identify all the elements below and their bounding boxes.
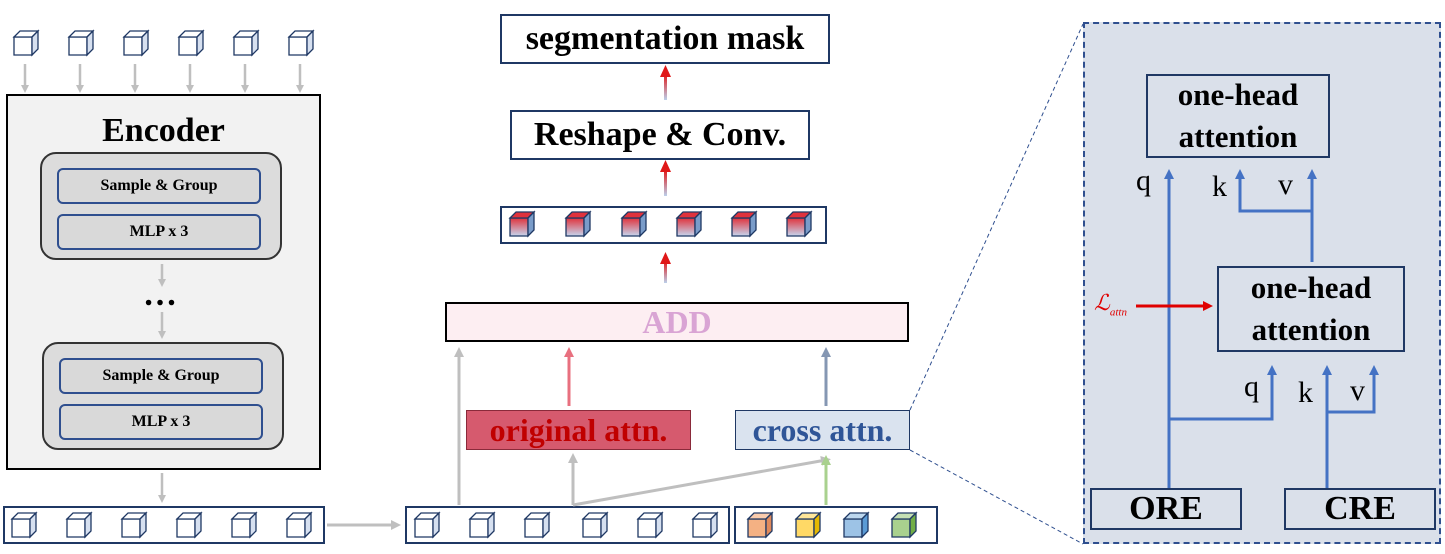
ore-box: ORE xyxy=(1090,488,1242,530)
feature-cube xyxy=(581,511,609,539)
output-token-cube xyxy=(730,210,758,238)
cre-box: CRE xyxy=(1284,488,1436,530)
zoom-line-bottom xyxy=(909,449,1084,545)
zoom-line-top xyxy=(909,23,1084,411)
input-cube xyxy=(287,29,315,57)
output-token-cube xyxy=(620,210,648,238)
v-label-top: v xyxy=(1278,168,1293,201)
mlp-2: MLP x 3 xyxy=(59,404,263,440)
tokens-to-reshape-arrow xyxy=(664,170,667,196)
color-token-cube xyxy=(794,511,822,539)
output-token-strip xyxy=(500,206,827,244)
encoder-stage-2: Sample & Group MLP x 3 xyxy=(42,342,284,450)
loss-subscript: attn xyxy=(1109,306,1127,319)
q-label-top: q xyxy=(1136,164,1151,197)
detail-flow xyxy=(1164,169,1379,488)
cross-attn-box: cross attn. xyxy=(735,410,910,450)
color-token-cube xyxy=(746,511,774,539)
encoder-stage-1: Sample & Group MLP x 3 xyxy=(40,152,282,260)
color-token-strip xyxy=(734,506,938,544)
feature-cube xyxy=(468,511,496,539)
output-token-cube xyxy=(785,210,813,238)
detail-panel xyxy=(1083,22,1441,544)
add-to-tokens-arrow xyxy=(664,261,667,283)
to-cross-arrow xyxy=(572,455,831,507)
k-label-top: k xyxy=(1212,170,1227,203)
output-token-cube xyxy=(675,210,703,238)
encoder-output-cube xyxy=(230,511,258,539)
encoder-output-cube xyxy=(120,511,148,539)
segmentation-mask-box: segmentation mask xyxy=(500,14,830,64)
encoder-output-cube xyxy=(10,511,38,539)
input-cube xyxy=(122,29,150,57)
output-token-cube xyxy=(508,210,536,238)
encoder-output-cube xyxy=(175,511,203,539)
input-cube xyxy=(232,29,260,57)
q-label-mid: q xyxy=(1244,370,1259,403)
color-token-cube xyxy=(890,511,918,539)
input-cube xyxy=(12,29,40,57)
color-token-cube xyxy=(842,511,870,539)
sample-group-2: Sample & Group xyxy=(59,358,263,394)
k-label-mid: k xyxy=(1298,376,1313,409)
encoder-output-strip xyxy=(3,506,325,544)
feature-cube xyxy=(413,511,441,539)
input-arrows xyxy=(21,64,304,93)
token-cubes xyxy=(10,29,918,539)
input-cube xyxy=(67,29,95,57)
add-box: ADD xyxy=(445,302,909,342)
feature-strip xyxy=(405,506,730,544)
sample-group-1: Sample & Group xyxy=(57,168,261,204)
original-attn-box: original attn. xyxy=(466,410,691,450)
v-label-mid: v xyxy=(1350,374,1365,407)
reshape-to-mask-arrow xyxy=(664,74,667,100)
output-token-cube xyxy=(564,210,592,238)
loss-symbol: ℒ xyxy=(1094,290,1110,315)
feature-cube xyxy=(523,511,551,539)
feature-cube xyxy=(636,511,664,539)
input-cube xyxy=(177,29,205,57)
encoder-title: Encoder xyxy=(102,112,225,149)
encoder-output-cube xyxy=(65,511,93,539)
feature-cube xyxy=(691,511,719,539)
mlp-1: MLP x 3 xyxy=(57,214,261,250)
reshape-conv-box: Reshape & Conv. xyxy=(510,110,810,160)
loss-label: ℒattn xyxy=(1094,292,1127,318)
encoder-output-cube xyxy=(285,511,313,539)
